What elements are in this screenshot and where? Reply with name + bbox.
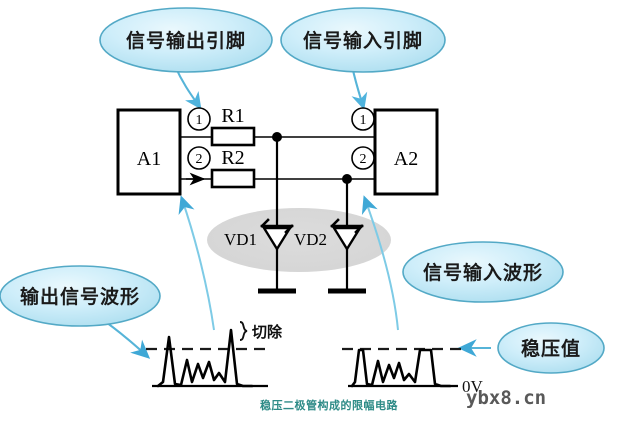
pin-a1-1-label: 1 [196,113,203,128]
vd2-triangle [331,226,363,252]
pin-a1-1[interactable] [187,107,211,131]
callout-signal-input-pin[interactable]: 信号输入引脚 [280,7,446,73]
resistor-r1-label: R1 [221,105,244,127]
waveform-right-trace [350,348,452,388]
vd1-zener-bar [260,218,294,234]
callout-signal-input-pin-label: 信号输入引脚 [303,29,423,52]
diode-highlight-ellipse [207,208,391,272]
diode-vd1[interactable] [260,218,294,252]
pointer-input-waveform-to-a2 [361,195,399,331]
pin-a2-2-label: 2 [360,152,367,167]
callout-regulated-voltage-value-label: 稳压值 [521,337,581,360]
clip-brace [239,321,248,341]
callout-signal-input-pin-bubble [280,7,446,73]
waveform-left-trace [156,328,254,388]
resistor-r2-label: R2 [221,147,244,169]
block-a2-label: A2 [394,148,418,170]
callout-signal-input-waveform[interactable]: 信号输入波形 [402,241,564,303]
block-a1[interactable] [116,108,182,196]
pin-a2-1-label: 1 [360,113,367,128]
site-watermark: ybx8.cn [466,387,546,409]
resistor-r2-body[interactable] [210,168,256,189]
pin-a1-2[interactable] [187,146,211,170]
figure-caption: 稳压二极管构成的限幅电路 [260,398,398,412]
diode-vd1-label: VD1 [224,230,257,249]
callout-output-signal-waveform-bubble [0,265,161,327]
callout-signal-input-waveform-label: 信号输入波形 [423,261,543,284]
callout-signal-input-waveform-bubble [402,241,564,303]
block-a2[interactable] [373,108,439,196]
diode-vd2[interactable] [330,218,364,252]
vd2-zener-bar [330,218,364,234]
pin-a2-1[interactable] [351,107,375,131]
callout-regulated-voltage-value[interactable]: 稳压值 [497,322,605,374]
pin-a1-2-label: 2 [196,152,203,167]
pin-a2-2[interactable] [351,146,375,170]
vd1-triangle [261,226,293,252]
resistor-r1-body[interactable] [210,126,256,147]
callout-signal-output-pin-bubble [99,7,273,73]
clip-annotation-label: 切除 [252,323,283,341]
callout-signal-output-pin[interactable]: 信号输出引脚 [99,7,273,73]
block-a1-label: A1 [137,148,161,170]
callout-output-signal-waveform[interactable]: 输出信号波形 [0,265,161,327]
callout-regulated-voltage-value-bubble [497,322,605,374]
callout-output-signal-waveform-label: 输出信号波形 [20,285,140,308]
pointer-output-waveform-to-a1 [178,195,215,331]
diode-vd2-label: VD2 [294,230,327,249]
zero-volt-label: 0V [462,377,484,396]
callout-signal-output-pin-label: 信号输出引脚 [126,29,246,52]
